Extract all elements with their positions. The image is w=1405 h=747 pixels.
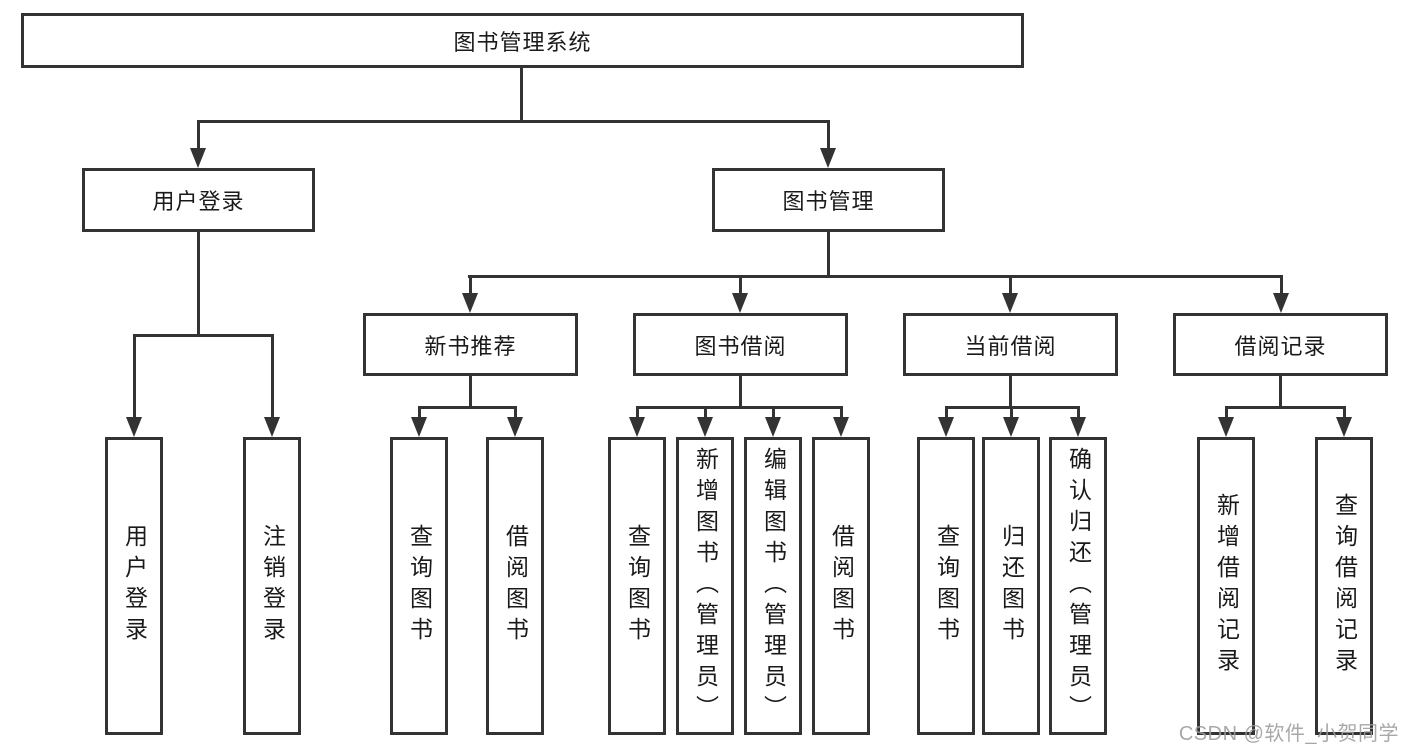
node-leaf-user-login-label: 用户登录 xyxy=(121,524,148,648)
arrow-down-icon xyxy=(126,417,142,437)
arrow-down-icon xyxy=(1336,417,1352,437)
arrow-down-icon xyxy=(938,417,954,437)
node-user-login: 用户登录 xyxy=(82,168,315,232)
node-borrowing-records: 借阅记录 xyxy=(1173,313,1388,376)
arrow-down-icon xyxy=(190,148,206,168)
node-root-library-system: 图书管理系统 xyxy=(21,13,1024,68)
node-leaf-borrow-book: 借阅图书 xyxy=(812,437,870,735)
connector-leaf-drop xyxy=(840,406,843,419)
node-book-borrowing-label: 图书借阅 xyxy=(694,333,787,359)
connector-group-rail xyxy=(1225,406,1346,409)
node-leaf-add-borrow-record: 新增借阅记录 xyxy=(1197,437,1255,735)
node-leaf-logout-label: 注销登录 xyxy=(259,524,286,648)
connector-leaf-drop xyxy=(945,406,948,419)
node-leaf-borrow-book-label: 借阅图书 xyxy=(828,524,855,648)
node-leaf-query-books-recommend-label: 查询图书 xyxy=(406,524,433,648)
node-leaf-edit-book-admin-label: 编辑图书（管理员） xyxy=(760,446,787,726)
node-user-login-label: 用户登录 xyxy=(152,189,245,214)
connector-root-stub xyxy=(520,68,523,123)
connector-leaf-drop xyxy=(1343,406,1346,419)
watermark: CSDN @软件_小贺同学 xyxy=(1178,723,1399,745)
connector-leaf-drop xyxy=(636,406,639,419)
node-new-book-recommend-label: 新书推荐 xyxy=(424,333,517,359)
connector-leaf-drop xyxy=(418,406,421,419)
node-current-borrowing: 当前借阅 xyxy=(903,313,1118,376)
node-leaf-borrow-book-recommend: 借阅图书 xyxy=(486,437,544,735)
connector-login-drop xyxy=(197,120,200,150)
node-leaf-query-borrow-record-label: 查询借阅记录 xyxy=(1331,493,1358,679)
connector-group-stub xyxy=(469,376,472,409)
connector-group-rail xyxy=(418,406,517,409)
connector-manage-drop xyxy=(827,120,830,150)
arrow-down-icon xyxy=(1218,417,1234,437)
connector-leaf-drop xyxy=(469,275,472,295)
connector-leaf-drop xyxy=(739,275,742,295)
connector-leaf-drop xyxy=(1225,406,1228,419)
node-leaf-user-login: 用户登录 xyxy=(105,437,163,735)
node-new-book-recommend: 新书推荐 xyxy=(363,313,578,376)
node-leaf-confirm-return-admin-label: 确认归还（管理员） xyxy=(1065,446,1092,726)
node-book-management-label: 图书管理 xyxy=(782,189,875,214)
node-leaf-logout: 注销登录 xyxy=(243,437,301,735)
connector-manage-stub xyxy=(827,232,830,277)
connector-group-stub xyxy=(1279,376,1282,409)
node-current-borrowing-label: 当前借阅 xyxy=(964,333,1057,359)
arrow-down-icon xyxy=(697,417,713,437)
node-leaf-return-book: 归还图书 xyxy=(982,437,1040,735)
connector-group-stub xyxy=(1009,376,1012,409)
node-leaf-query-books-borrowing: 查询图书 xyxy=(608,437,666,735)
connector-leaf-drop xyxy=(271,334,274,419)
connector-leaf-drop xyxy=(772,406,775,419)
arrow-down-icon xyxy=(820,148,836,168)
arrow-down-icon xyxy=(411,417,427,437)
connector-level2-rail xyxy=(197,120,830,123)
arrow-down-icon xyxy=(1273,293,1289,313)
connector-group-stub xyxy=(739,376,742,409)
node-leaf-query-books-borrowing-label: 查询图书 xyxy=(624,524,651,648)
connector-leaf-drop xyxy=(133,334,136,419)
node-leaf-add-book-admin: 新增图书（管理员） xyxy=(676,437,734,735)
node-leaf-borrow-book-recommend-label: 借阅图书 xyxy=(502,524,529,648)
node-borrowing-records-label: 借阅记录 xyxy=(1234,333,1327,359)
connector-leaf-drop xyxy=(1009,275,1012,295)
arrow-down-icon xyxy=(462,293,478,313)
arrow-down-icon xyxy=(629,417,645,437)
node-leaf-query-books-recommend: 查询图书 xyxy=(390,437,448,735)
connector-leaf-drop xyxy=(514,406,517,419)
connector-level3-rail xyxy=(468,275,1283,278)
arrow-down-icon xyxy=(264,417,280,437)
arrow-down-icon xyxy=(1070,417,1086,437)
node-leaf-edit-book-admin: 编辑图书（管理员） xyxy=(744,437,802,735)
arrow-down-icon xyxy=(1003,417,1019,437)
node-book-management: 图书管理 xyxy=(712,168,945,232)
connector-leaf-drop xyxy=(1077,406,1080,419)
connector-login-stub xyxy=(197,232,200,337)
arrow-down-icon xyxy=(833,417,849,437)
connector-login-rail xyxy=(133,334,274,337)
connector-group-rail xyxy=(636,406,843,409)
node-root-label: 图书管理系统 xyxy=(453,29,592,55)
node-leaf-add-borrow-record-label: 新增借阅记录 xyxy=(1213,493,1240,679)
node-leaf-query-borrow-record: 查询借阅记录 xyxy=(1315,437,1373,735)
connector-leaf-drop xyxy=(704,406,707,419)
arrow-down-icon xyxy=(732,293,748,313)
node-leaf-return-book-label: 归还图书 xyxy=(998,524,1025,648)
connector-leaf-drop xyxy=(1280,275,1283,295)
node-book-borrowing: 图书借阅 xyxy=(633,313,848,376)
node-leaf-query-books-current-label: 查询图书 xyxy=(933,524,960,648)
arrow-down-icon xyxy=(1002,293,1018,313)
node-leaf-confirm-return-admin: 确认归还（管理员） xyxy=(1049,437,1107,735)
connector-leaf-drop xyxy=(1010,406,1013,419)
arrow-down-icon xyxy=(765,417,781,437)
node-leaf-add-book-admin-label: 新增图书（管理员） xyxy=(692,446,719,726)
arrow-down-icon xyxy=(507,417,523,437)
node-leaf-query-books-current: 查询图书 xyxy=(917,437,975,735)
